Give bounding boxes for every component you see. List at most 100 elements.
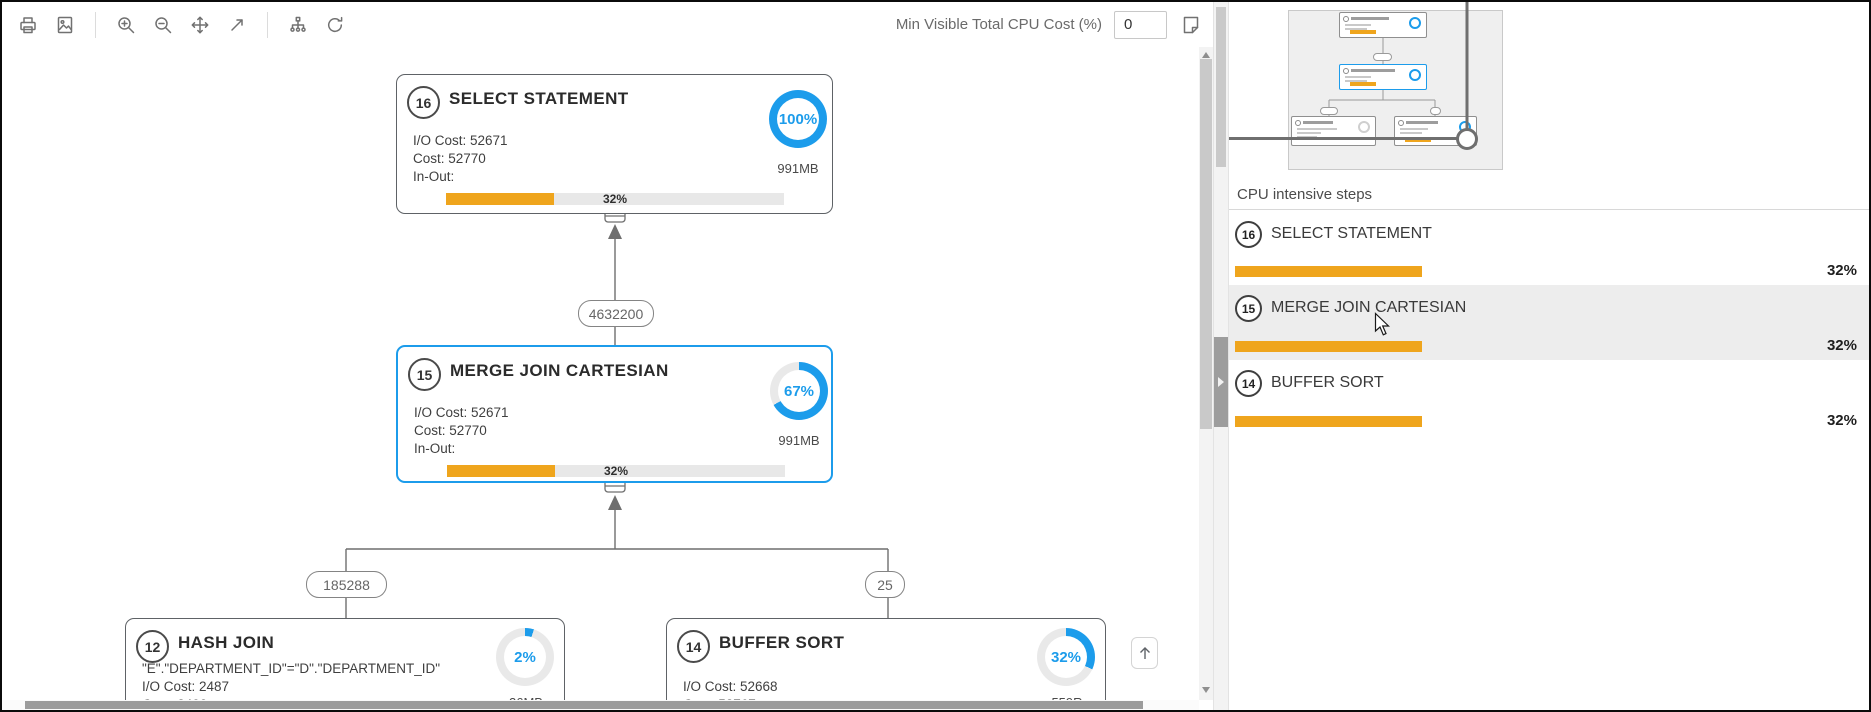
step-cpu-percent: 32% [1826, 262, 1857, 279]
minimap-node-hash-join [1291, 116, 1376, 146]
export-image-icon [57, 16, 73, 33]
panel-title: CPU intensive steps [1237, 186, 1373, 203]
hierarchy-layout-button[interactable] [286, 13, 310, 37]
minimap-node-donut [1358, 121, 1370, 133]
export-image-button[interactable] [53, 13, 77, 37]
node-id-badge: 14 [677, 630, 710, 663]
step-cpu-bar-fill [1235, 416, 1423, 427]
donut-percent: 67% [783, 382, 815, 400]
edge-cardinality-label: 25 [865, 571, 905, 598]
minimap-node-merge-join [1339, 64, 1427, 90]
step-cpu-bar-fill [1235, 266, 1423, 277]
minimap-node-buffer-sort [1394, 116, 1477, 146]
total-cpu-donut: 100% [769, 90, 827, 148]
minimap-viewport-handle[interactable] [1456, 128, 1478, 150]
minimap-node-title [1406, 121, 1438, 124]
zoom-out-button[interactable] [151, 13, 175, 37]
zoom-in-button[interactable] [114, 13, 138, 37]
cpu-step-row-buffer-sort[interactable]: 14 BUFFER SORT 32% [1229, 360, 1869, 435]
plan-node-buffer-sort[interactable]: 14 BUFFER SORT I/O Cost: 52668 Cost: 527… [666, 618, 1106, 700]
fit-to-window-button[interactable] [225, 13, 249, 37]
minimap-node-bar [1350, 82, 1376, 86]
donut-percent: 32% [1050, 648, 1082, 666]
notes-button[interactable] [1179, 13, 1203, 37]
print-button[interactable] [16, 13, 40, 37]
arrowhead-up [608, 224, 622, 239]
step-cpu-bar-fill [1235, 341, 1423, 352]
cpu-cost-bar: 32% [447, 464, 785, 478]
step-cpu-bar [1235, 341, 1820, 352]
scroll-up-arrow[interactable] [1202, 52, 1210, 58]
cpu-step-row-select-statement[interactable]: 16 SELECT STATEMENT 32% [1229, 211, 1869, 285]
minimap-node-title [1303, 121, 1333, 124]
horizontal-scrollbar-thumb[interactable] [25, 701, 1143, 709]
minimap-node-badge [1398, 120, 1404, 126]
node-in-out: In-Out: [413, 169, 455, 184]
zoom-out-icon [155, 16, 172, 33]
plan-node-select-statement[interactable]: 16 SELECT STATEMENT I/O Cost: 52671 Cost… [396, 74, 833, 214]
canvas-horizontal-scrollbar[interactable] [2, 700, 1199, 710]
minimap-node-badge [1343, 16, 1349, 22]
minimap-node-line [1297, 128, 1337, 130]
minimap-node-line [1297, 136, 1317, 138]
collapse-arrow-icon [1218, 377, 1224, 387]
arrow-up-icon [1139, 647, 1150, 659]
hierarchy-tree-icon [290, 16, 306, 32]
pan-button[interactable] [188, 13, 212, 37]
minimap-node-donut [1409, 69, 1421, 81]
cpu-steps-panel: CPU intensive steps 16 SELECT STATEMENT … [1229, 2, 1869, 710]
step-cpu-bar [1235, 416, 1820, 427]
node-io-cost: I/O Cost: 52668 [683, 679, 778, 694]
plan-node-hash-join[interactable]: 12 HASH JOIN "E"."DEPARTMENT_ID"="D"."DE… [125, 618, 565, 700]
minimap-node-select [1339, 12, 1427, 38]
node-memory: 991MB [778, 433, 820, 448]
plan-diagram-canvas[interactable]: 4632200 185288 25 16 SELECT STATEMENT I/… [2, 47, 1199, 700]
node-cost: Cost: 52770 [414, 423, 487, 438]
node-memory: 26MB [476, 695, 576, 700]
node-cost: Cost: 52767 [683, 697, 756, 700]
cpu-cost-bar-label: 32% [603, 464, 629, 478]
node-id-badge: 15 [408, 358, 441, 391]
cpu-step-row-merge-join-cartesian[interactable]: 15 MERGE JOIN CARTESIAN 32% [1229, 285, 1869, 360]
step-label: BUFFER SORT [1271, 374, 1384, 391]
vertical-scrollbar-thumb[interactable] [1200, 59, 1212, 429]
minimap-node-line [1345, 28, 1367, 30]
step-cpu-bar [1235, 266, 1820, 277]
node-io-cost: I/O Cost: 2487 [142, 679, 230, 694]
step-cpu-percent: 32% [1826, 412, 1857, 429]
node-title: SELECT STATEMENT [449, 89, 629, 108]
node-predicate: "E"."DEPARTMENT_ID"="D"."DEPARTMENT_ID" [142, 661, 441, 676]
node-cost: Cost: 52770 [413, 151, 486, 166]
panel-splitter[interactable] [1213, 2, 1229, 710]
node-cost: Cost: 2490 [142, 697, 207, 700]
plan-node-merge-join-cartesian[interactable]: 15 MERGE JOIN CARTESIAN I/O Cost: 52671 … [396, 345, 833, 483]
minimap-node-badge [1343, 68, 1349, 74]
scroll-to-top-button[interactable] [1131, 637, 1158, 669]
edge-cardinality-label: 4632200 [578, 300, 654, 327]
node-in-out: In-Out: [414, 441, 456, 456]
minimap-node-line [1345, 80, 1367, 82]
splitter-scroll-thumb[interactable] [1216, 7, 1226, 167]
minimap-node-line [1297, 132, 1321, 134]
node-title: BUFFER SORT [719, 633, 845, 652]
cpu-cost-bar: 32% [446, 192, 784, 206]
node-memory: 559R [1017, 695, 1117, 700]
canvas-vertical-scrollbar[interactable] [1199, 47, 1213, 700]
minimap-node-donut [1409, 17, 1421, 29]
minimap-node-line [1345, 76, 1371, 78]
toolbar-separator [267, 11, 268, 38]
minimap-edge-label [1373, 53, 1392, 61]
panel-divider [1229, 209, 1869, 210]
minimap-node-bar [1350, 30, 1376, 34]
minimap-node-line [1400, 128, 1428, 130]
scroll-down-arrow[interactable] [1202, 687, 1210, 693]
minimap-edge-label [1430, 107, 1441, 115]
node-title: MERGE JOIN CARTESIAN [450, 361, 669, 380]
splitter-collapse-handle[interactable] [1214, 337, 1228, 427]
node-io-cost: I/O Cost: 52671 [414, 405, 509, 420]
min-cpu-cost-input[interactable] [1114, 10, 1167, 39]
refresh-button[interactable] [323, 13, 347, 37]
step-id-badge: 14 [1235, 370, 1262, 397]
step-cpu-percent: 32% [1826, 337, 1857, 354]
